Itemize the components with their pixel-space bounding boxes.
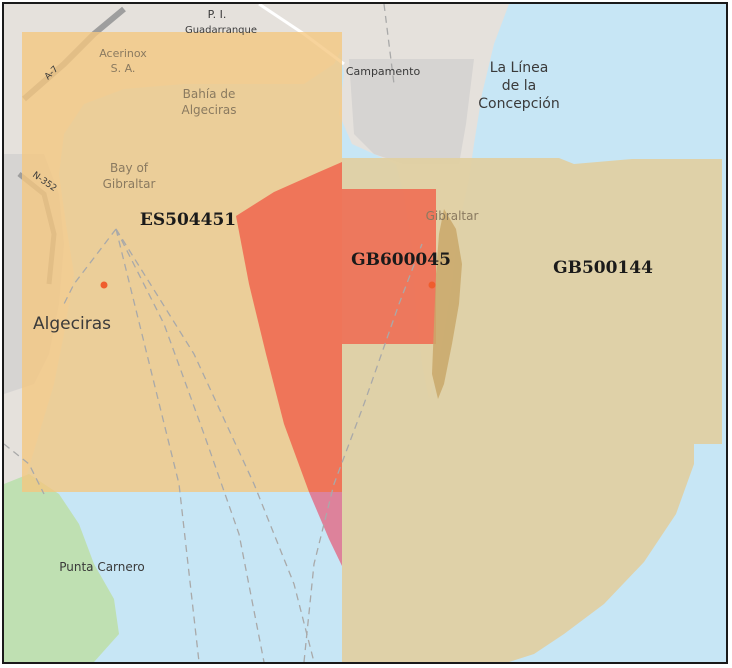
label-guadarranque: Guadarranque <box>185 25 257 36</box>
marker-gb600045[interactable] <box>428 281 436 289</box>
zone-red-overlap[interactable] <box>236 162 342 492</box>
rock-gibraltar <box>432 209 462 399</box>
label-la-linea: La Línea <box>490 60 549 76</box>
label-bahia-algeciras: Algeciras <box>181 103 236 117</box>
label-acerinox: Acerinox <box>99 47 147 60</box>
zone-gb600045[interactable] <box>342 189 436 344</box>
label-bay-of: Bay of <box>110 161 149 175</box>
label-pi: P. I. <box>208 8 227 21</box>
label-bahia: Bahía de <box>183 87 236 101</box>
label-acerinox-sa: S. A. <box>111 62 136 75</box>
label-campamento: Campamento <box>346 65 421 78</box>
zone-label-gb600045: GB600045 <box>351 250 451 270</box>
zone-pink-tail[interactable] <box>309 492 342 566</box>
zone-label-gb500144: GB500144 <box>553 258 653 278</box>
label-punta-carnero: Punta Carnero <box>59 560 145 574</box>
label-algeciras: Algeciras <box>33 314 111 334</box>
map-canvas[interactable]: P. I. Guadarranque Acerinox S. A. Bahía … <box>4 4 726 662</box>
label-bay-gibraltar: Gibraltar <box>103 177 156 191</box>
zone-label-es504451: ES504451 <box>140 210 236 230</box>
label-de-la: de la <box>502 78 536 94</box>
urban-la-linea <box>349 59 474 164</box>
green-hills <box>4 474 119 662</box>
shipping-lanes <box>4 4 423 662</box>
marker-es504451[interactable] <box>100 281 108 289</box>
label-concepcion: Concepción <box>478 96 559 112</box>
label-gibraltar: Gibraltar <box>426 209 479 223</box>
